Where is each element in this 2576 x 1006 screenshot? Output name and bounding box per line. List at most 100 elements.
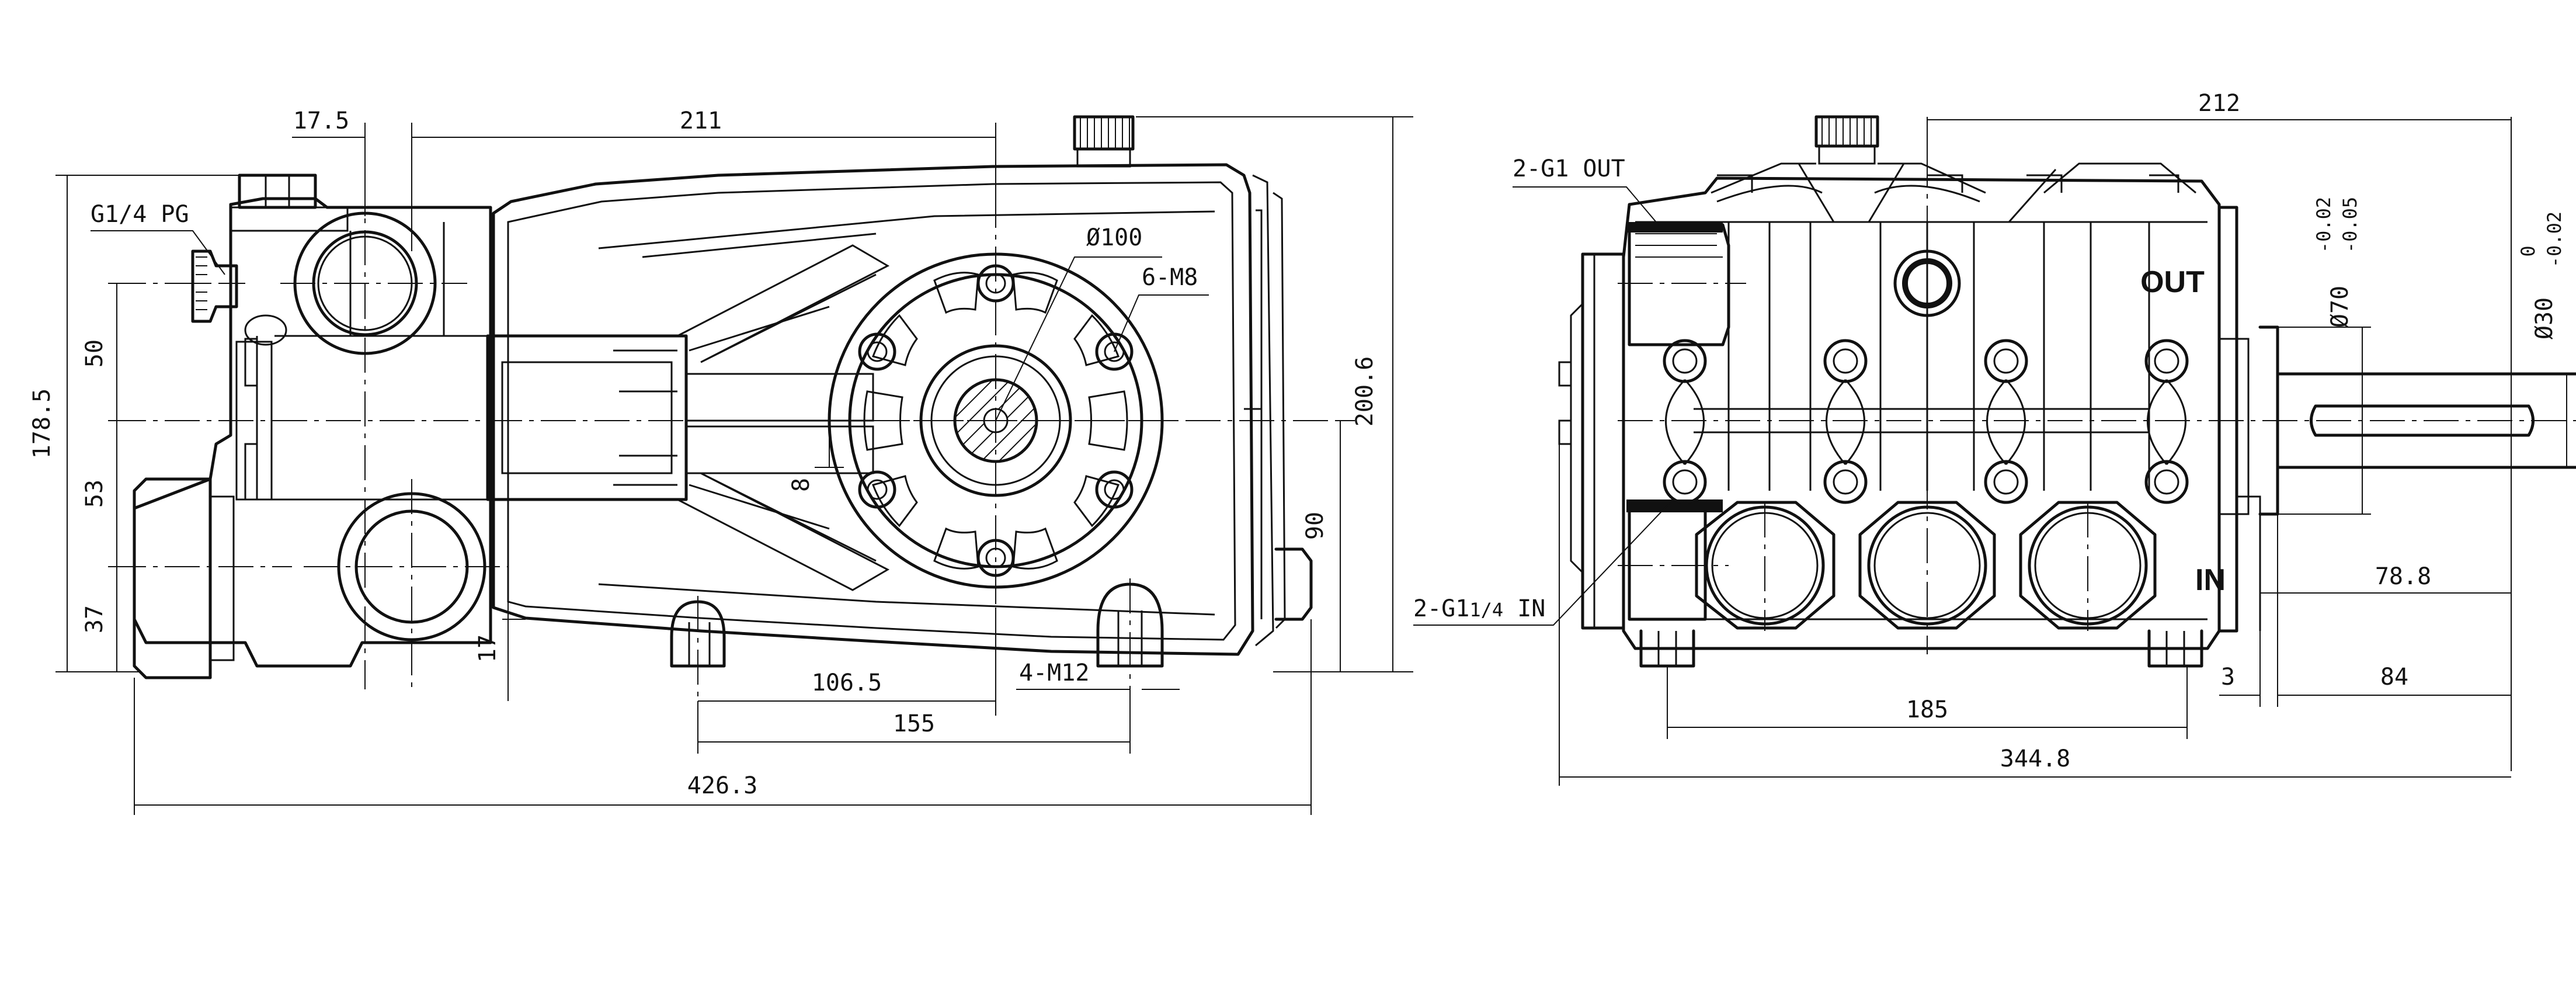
top-nut-faces: [265, 175, 290, 207]
dim-17-text: 17: [474, 634, 501, 662]
inlet-label-main: 2-G1: [1413, 595, 1469, 622]
crankcase-inner-outline: [507, 181, 1236, 641]
dim-211-text: 211: [680, 107, 722, 134]
breather-cap-knurl: [1080, 117, 1130, 149]
dim-106-5-line: [698, 608, 996, 716]
dim-6m8-leader: [1114, 294, 1209, 352]
top-ribs: [1711, 162, 2196, 223]
front-view: OUT IN: [1413, 90, 2576, 786]
dim-90-line: [1337, 420, 1355, 672]
plunger-bores: [1665, 379, 2186, 465]
dim-phi70-line: [2278, 327, 2371, 515]
breather-neck: [1076, 148, 1131, 168]
front-foot-right: [2147, 629, 2203, 668]
foot-left-hole: [688, 622, 711, 666]
outlet-leader: [1513, 186, 1659, 226]
dim-200-6-text: 200.6: [1351, 356, 1378, 426]
plunger-rod-a: [685, 373, 874, 422]
guide-lines: [613, 349, 677, 486]
manifold-upper-plate: [230, 206, 349, 232]
rod-web-lower: [677, 472, 890, 591]
front-breather-knurl: [1821, 117, 1872, 146]
drive-shaft: [2276, 372, 2576, 469]
dim-50-53-37-line: [108, 283, 140, 672]
right-flange: [2217, 206, 2238, 633]
dim-8-text: 8: [788, 478, 815, 492]
front-body-outline: [1622, 176, 2221, 650]
inlet-label-suffix: IN: [1503, 595, 1545, 622]
out-mark: OUT: [2140, 265, 2205, 299]
dim-344-8-line: [1559, 444, 2511, 786]
dim-8-line: [815, 421, 844, 468]
dim-185-text: 185: [1906, 696, 1948, 723]
left-flange-ribs: [1570, 254, 1595, 628]
dim-426-3-text: 426.3: [687, 772, 757, 799]
dim-90-text: 90: [1302, 512, 1329, 540]
dim-426-3-line: [134, 619, 1312, 815]
dim-53-text: 53: [81, 480, 108, 508]
front-foot-left-inner: [1657, 631, 1677, 666]
lower-rib: [598, 583, 1215, 616]
dim-178-5-text: 178.5: [29, 388, 55, 459]
dim-17-5-text: 17.5: [293, 107, 349, 134]
front-centerlines: [1618, 152, 2576, 654]
inlet-label-sub: 1/4: [1469, 599, 1503, 621]
gauge-port-fitting: [191, 249, 238, 323]
left-flange: [1581, 252, 1625, 630]
dim-phi100-text: Ø100: [1086, 224, 1142, 251]
front-breather-cap: [1814, 115, 1879, 148]
dim-3-text: 3: [2221, 664, 2235, 691]
dim-3-84-line: [2219, 514, 2511, 707]
dim-200-6-line: [1136, 116, 1413, 672]
top-nut: [238, 174, 317, 209]
inlet-plug-ring: [210, 495, 235, 661]
dim-155-text: 155: [893, 710, 935, 737]
foot-right: [1096, 582, 1164, 668]
inlet-plug: [133, 477, 212, 679]
dim-178-5-line: [55, 175, 239, 672]
dim-phi70-tol-lower: -0.05: [2339, 197, 2361, 253]
dim-phi70-tol-upper: -0.02: [2313, 197, 2335, 253]
left-flange-lugs: [1558, 361, 1571, 445]
upper-rib: [598, 210, 1215, 249]
dim-phi100-leader: [995, 256, 1162, 421]
upper-bolts: [1663, 339, 2189, 383]
dim-84-text: 84: [2380, 664, 2408, 691]
dim-17-5-line: [292, 123, 366, 216]
dim-344-8-text: 344.8: [2000, 745, 2070, 772]
outlet-label: 2-G1 OUT: [1513, 155, 1625, 182]
dim-78-8-text: 78.8: [2375, 563, 2431, 590]
upper-rib-2: [642, 233, 877, 258]
right-flange-detail: [2219, 338, 2261, 631]
gauge-port-socket: [244, 314, 287, 346]
dim-50-text: 50: [81, 339, 108, 367]
drain-plug: [1274, 547, 1313, 621]
front-breather-neck: [1818, 145, 1876, 165]
plunger-housing: [486, 334, 688, 501]
gauge-port-label: G1/4 PG: [91, 201, 189, 228]
manifold-block: [133, 197, 492, 668]
shaft-keyway: [2310, 404, 2535, 437]
breather-cap: [1073, 115, 1135, 151]
dim-17-line: [502, 584, 526, 701]
plunger-housing-inner: [501, 361, 673, 474]
dim-37-text: 37: [81, 605, 108, 633]
foot-right-hole: [1117, 610, 1143, 666]
gauge-port-leader: [91, 230, 225, 275]
dim-212-text: 212: [2198, 90, 2240, 117]
rod-web-upper: [677, 244, 890, 363]
dim-phi30-tol-upper: 0: [2517, 245, 2539, 256]
outlet-port-dark: [1626, 222, 1723, 233]
left-boss: [244, 338, 257, 501]
side-centerlines: [111, 123, 1337, 701]
inlet-leader: [1413, 502, 1671, 626]
manifold-step: [256, 336, 488, 501]
crankcase-outline: [492, 163, 1254, 656]
rear-strip: [1244, 209, 1263, 619]
dim-212-line: [1927, 117, 2512, 771]
side-view: 211 17.5 200.6 90 178.5 50 53 37 17 8 Ø1…: [29, 107, 1413, 815]
gauge-port-threads: [196, 256, 207, 310]
dim-phi70-text: Ø70: [2327, 286, 2353, 328]
dim-211-line: [411, 123, 996, 251]
